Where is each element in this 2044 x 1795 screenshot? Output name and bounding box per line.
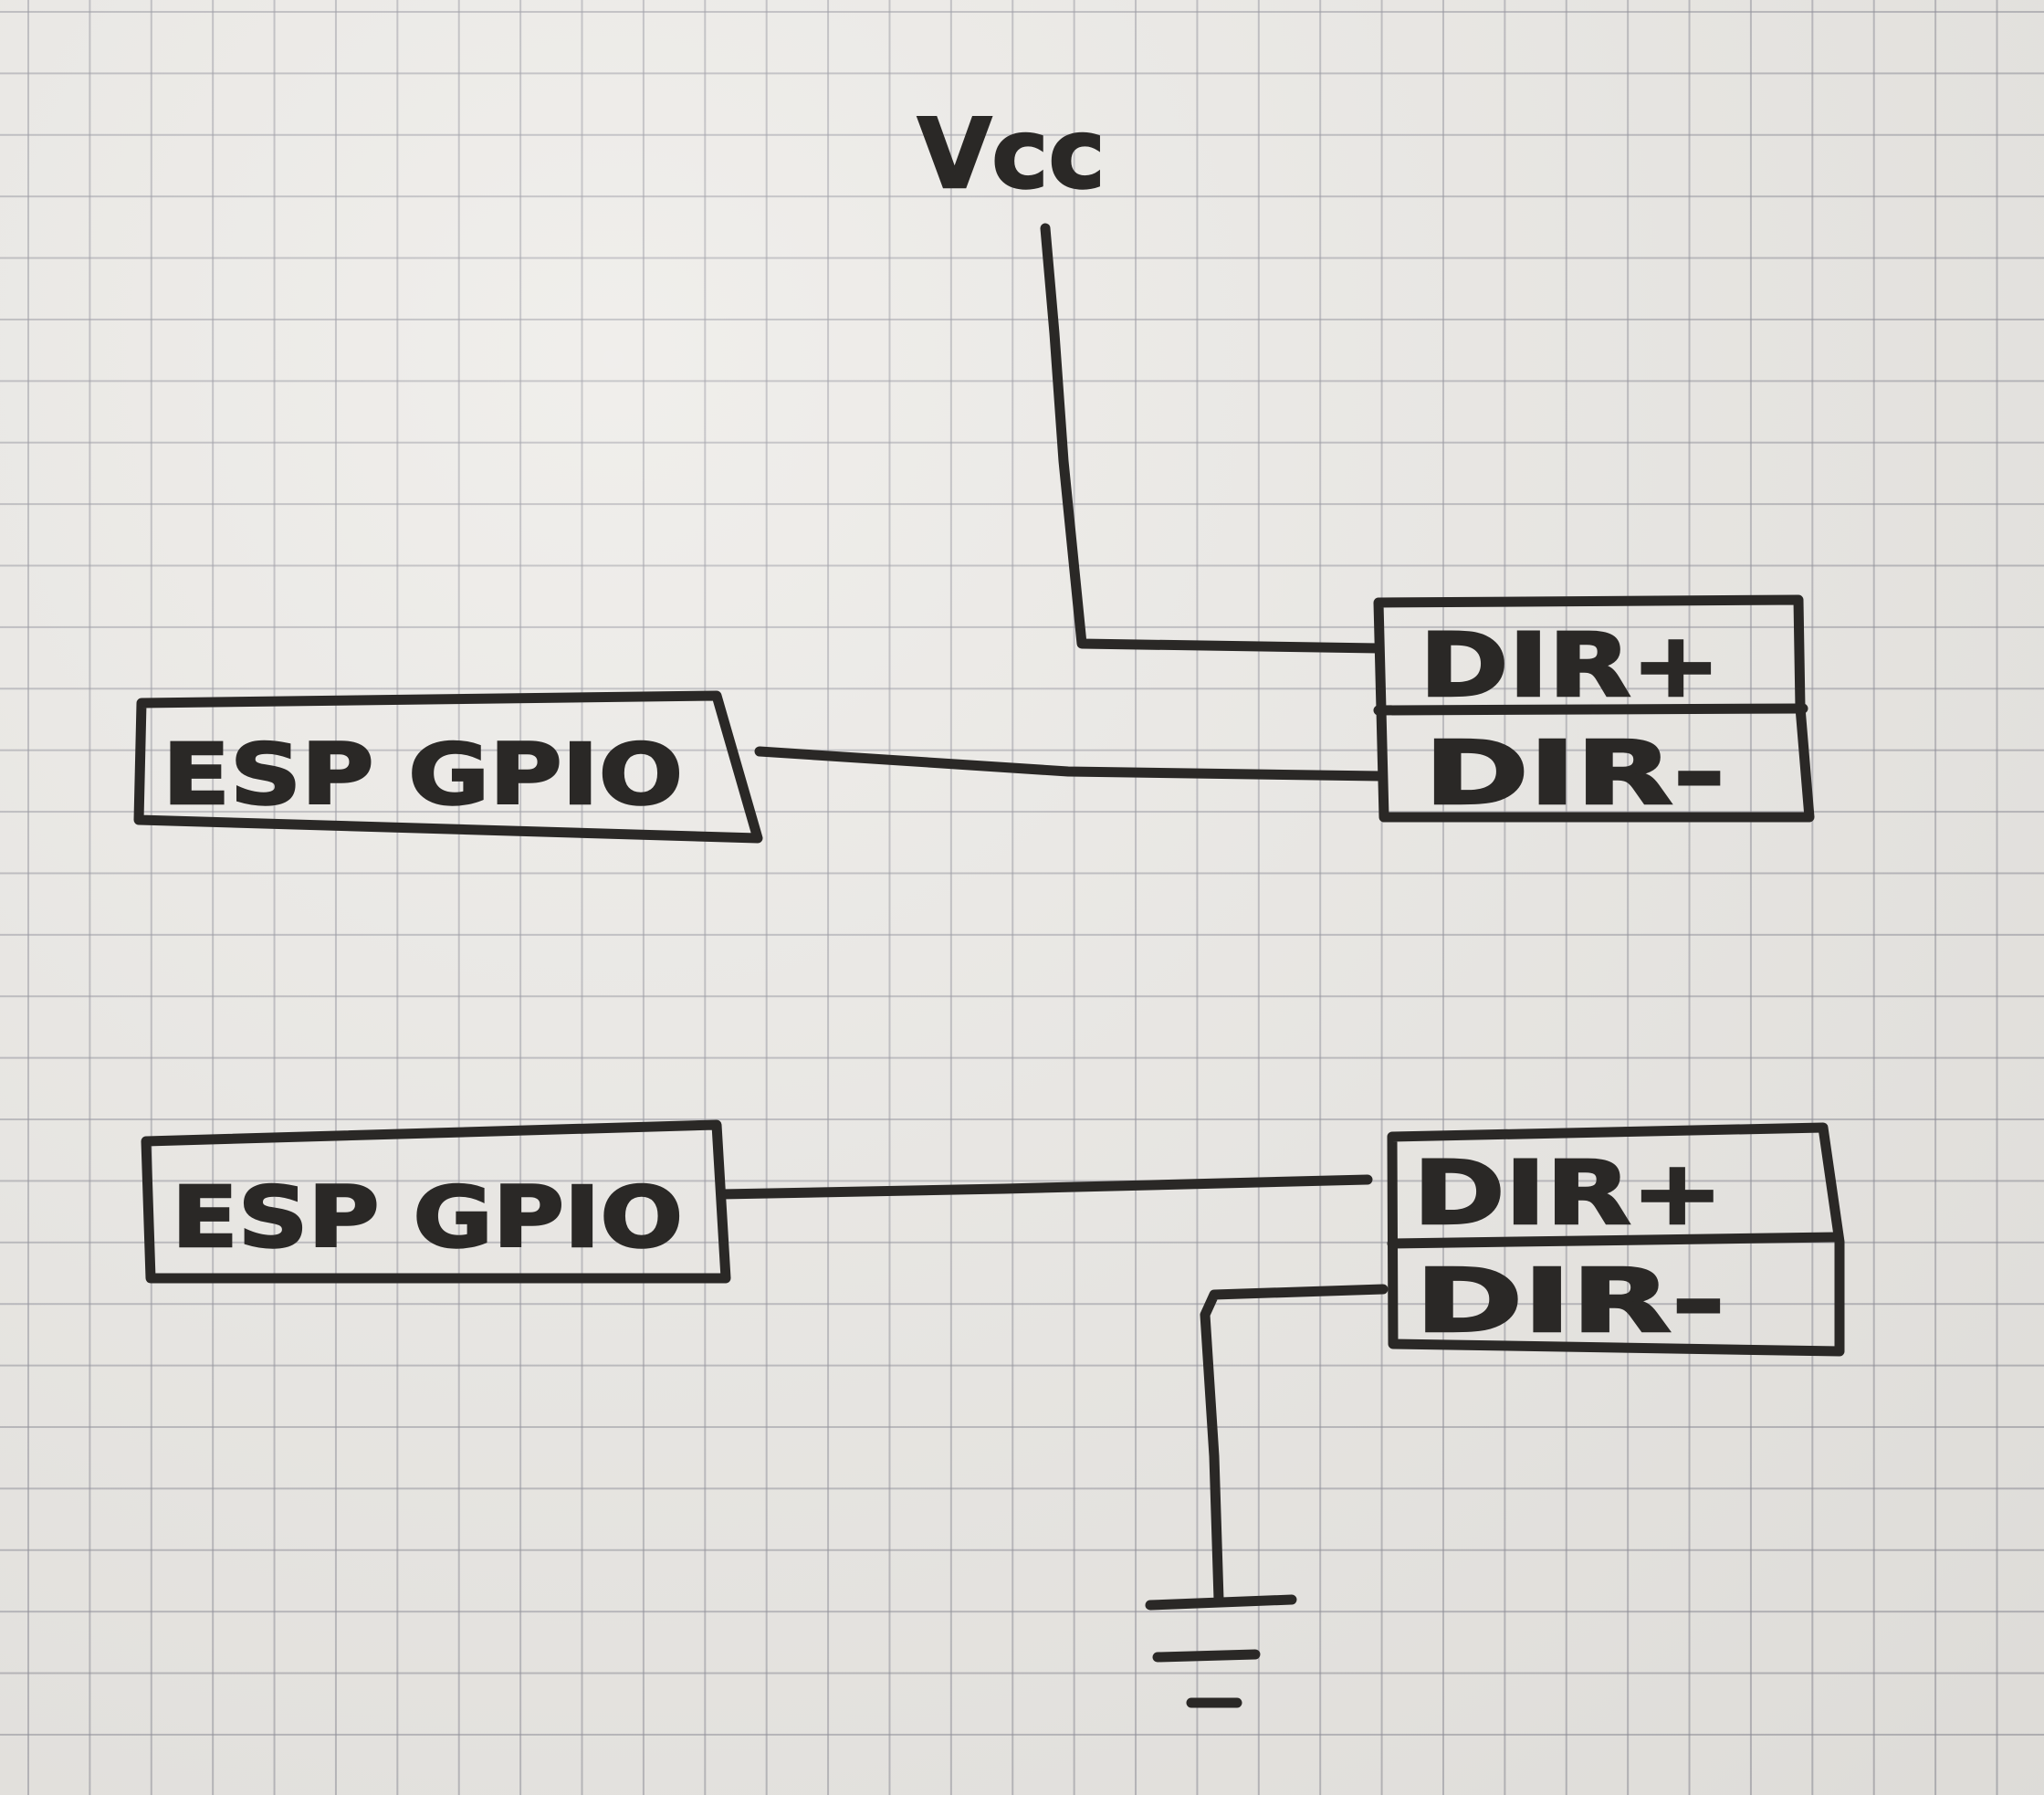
top-dir-minus-label: DIR- (1424, 722, 1725, 824)
ground-symbol (1145, 1594, 1297, 1708)
bottom-esp-gpio-label: ESP GPIO (172, 1169, 683, 1266)
bottom-dir-plus-label: DIR+ (1413, 1142, 1724, 1244)
top-esp-gpio-label: ESP GPIO (162, 726, 683, 824)
dir-minus-to-ground-wire (1200, 1284, 1389, 1605)
vcc-label: Vcc (917, 99, 1106, 210)
top-esp-gpio-box (133, 690, 763, 844)
top-dir-connector (1373, 594, 1815, 823)
bottom-esp-gpio-box (141, 1119, 731, 1284)
bottom-dir-connector (1387, 1122, 1845, 1357)
bottom-dir-minus-label: DIR- (1415, 1250, 1725, 1352)
top-dir-plus-label: DIR+ (1420, 614, 1721, 717)
vcc-wire (1040, 223, 1384, 654)
bottom-gpio-to-dir-plus-wire (716, 1174, 1373, 1200)
top-gpio-to-dir-minus-wire (754, 746, 1386, 782)
